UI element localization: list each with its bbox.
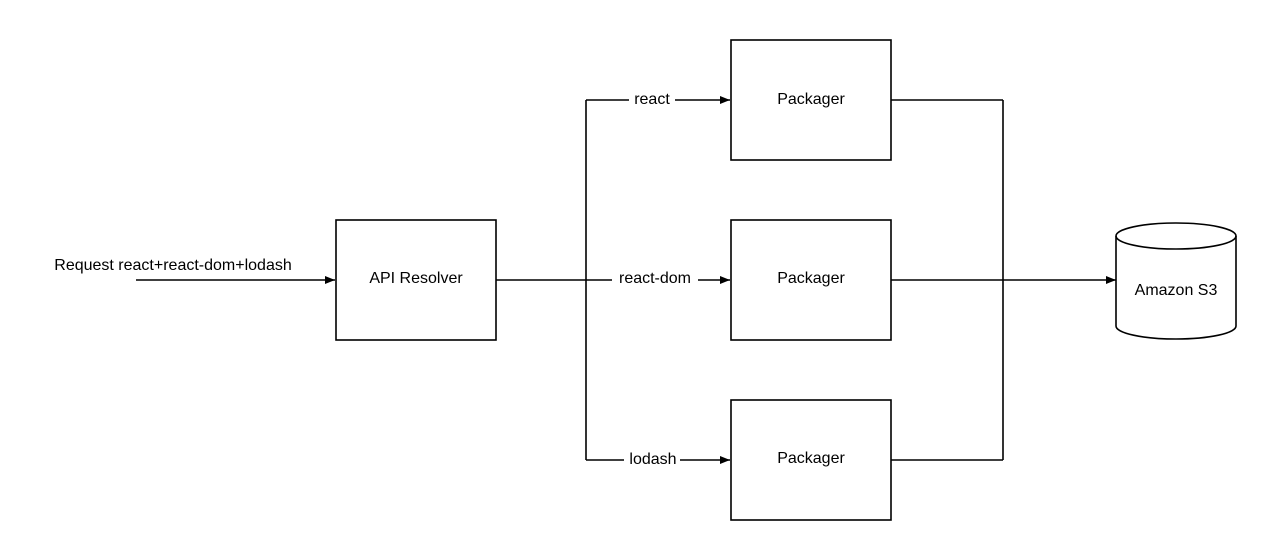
packager-label-react-dom: Packager bbox=[777, 270, 845, 287]
amazon-s3-cylinder[interactable] bbox=[1115, 222, 1237, 340]
packager-label-react: Packager bbox=[777, 91, 845, 108]
edge-label-lodash: lodash bbox=[629, 451, 676, 468]
edge-label-bg bbox=[629, 89, 675, 109]
amazon-s3-label: Amazon S3 bbox=[1135, 282, 1218, 299]
api-resolver-box[interactable] bbox=[335, 219, 497, 341]
packager-box-lodash[interactable] bbox=[730, 399, 892, 521]
edge-label-react: react bbox=[634, 91, 670, 108]
packager-box-react-dom[interactable] bbox=[730, 219, 892, 341]
packager-label-lodash: Packager bbox=[777, 450, 845, 467]
edge-label-bg bbox=[612, 269, 698, 289]
request-label: Request react+react-dom+lodash bbox=[54, 257, 291, 274]
edge-label-react-dom: react-dom bbox=[619, 270, 691, 287]
api-resolver-label: API Resolver bbox=[369, 270, 463, 287]
packager-box-react[interactable] bbox=[730, 39, 892, 161]
edge-label-bg bbox=[624, 449, 680, 469]
